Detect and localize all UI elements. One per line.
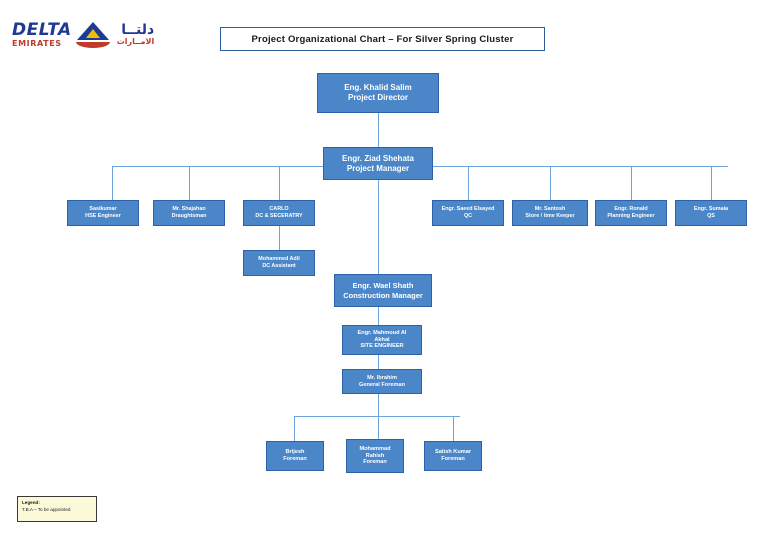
node-hse-engineer[interactable]: Sasikumar HSE Engineer — [67, 200, 139, 226]
node-name: Engr. Ziad Shehata — [341, 153, 414, 163]
node-planning-engineer[interactable]: Engr. Ronald Planning Engineer — [595, 200, 667, 226]
connector-drop-brijesh — [294, 416, 295, 441]
legend-entry: T.B.A – To be appointed — [22, 506, 71, 512]
connector-drop-rahish — [378, 416, 379, 439]
node-foreman-rahish[interactable]: Mohammad Rahish Foreman — [346, 439, 404, 473]
legend-box: Legend: T.B.A – To be appointed — [17, 496, 97, 522]
logo-arabic-brand: دلتــا — [121, 22, 155, 39]
node-name: Engr. Wael Shath — [352, 281, 414, 291]
node-name-line2: Rahish — [365, 452, 385, 459]
connector-drop-carlo — [279, 166, 280, 200]
node-name-line1: Brijesh — [285, 449, 305, 456]
node-role: QS — [707, 213, 715, 219]
node-foreman-brijesh[interactable]: Brijesh Foreman — [266, 441, 324, 471]
node-role: Project Director — [347, 93, 409, 102]
node-name: Mr. Santosh — [534, 206, 566, 213]
node-store-time-keeper[interactable]: Mr. Santosh Store / time Keeper — [512, 200, 588, 226]
node-qs-engineer[interactable]: Engr. Sumaia QS — [675, 200, 747, 226]
node-name: Engr. Sumaia — [693, 206, 729, 213]
node-role: General Foreman — [358, 381, 405, 388]
node-site-engineer[interactable]: Engr. Mahmoud Al Akhal SITE ENGINEER — [342, 325, 422, 355]
node-name: Mr. Shajahan — [172, 206, 206, 213]
node-role: QC — [463, 213, 473, 219]
logo-brand-text: DELTA — [12, 20, 72, 40]
node-name-line1: Engr. Mahmoud Al — [357, 329, 407, 336]
node-role: DC Assistant — [262, 263, 296, 269]
connector-constmgr-siteeng — [378, 307, 379, 325]
connector-drop-sasikumar — [112, 166, 113, 200]
node-name: Mohammed Adil — [258, 256, 300, 263]
connector-drop-santosh — [550, 166, 551, 200]
node-foreman-satish[interactable]: Satish Kumar Foreman — [424, 441, 482, 471]
legend-title: Legend: — [22, 500, 40, 505]
node-name: Engr. Saeed Elsayed — [441, 206, 495, 213]
node-construction-manager[interactable]: Engr. Wael Shath Construction Manager — [334, 274, 432, 307]
node-role: DC & SECERATRY — [255, 213, 303, 219]
node-name: Engr. Ronald — [614, 206, 648, 213]
node-draughtsman[interactable]: Mr. Shajahan Draughtsman — [153, 200, 225, 226]
connector-manager-constmgr — [378, 166, 379, 274]
connector-drop-saeed — [468, 166, 469, 200]
connector-drop-satish — [453, 416, 454, 441]
node-name: Mr. Ibrahim — [367, 374, 397, 381]
logo-arabic-sub: الامــارات — [116, 37, 155, 47]
node-name: CARLO — [269, 206, 289, 213]
node-general-foreman[interactable]: Mr. Ibrahim General Foreman — [342, 369, 422, 394]
connector-drop-ronald — [631, 166, 632, 200]
connector-foremen-bus — [294, 416, 460, 417]
page-title: Project Organizational Chart – For Silve… — [220, 27, 545, 51]
node-name-line1: Satish Kumar — [434, 449, 472, 456]
node-name: Eng. Khalid Salim — [344, 83, 412, 92]
mountain-icon — [75, 21, 110, 49]
logo-sub-text: EMIRATES — [12, 39, 62, 48]
company-logo: DELTA EMIRATES دلتــا الامــارات — [12, 18, 164, 52]
node-role: HSE Engineer — [85, 213, 121, 219]
node-dc-secretary[interactable]: CARLO DC & SECERATRY — [243, 200, 315, 226]
node-name-line2: Akhal — [374, 336, 390, 343]
node-name: Sasikumar — [89, 206, 117, 213]
logo-arabic-text: دلتــا الامــارات — [117, 23, 155, 46]
node-role: Planning Engineer — [607, 213, 655, 219]
node-role: Foreman — [283, 456, 307, 462]
node-project-manager[interactable]: Engr. Ziad Shehata Project Manager — [323, 147, 433, 180]
connector-siteeng-genforeman — [378, 355, 379, 369]
node-role: Store / time Keeper — [525, 213, 575, 219]
node-role: Foreman — [363, 459, 387, 466]
logo-wordmark: DELTA EMIRATES — [12, 22, 72, 48]
connector-drop-sumaia — [711, 166, 712, 200]
node-name-line1: Mohammad — [359, 445, 391, 452]
node-project-director[interactable]: Eng. Khalid Salim Project Director — [317, 73, 439, 113]
node-role: SITE ENGINEER — [360, 343, 404, 350]
node-role: Foreman — [441, 456, 465, 462]
connector-genforeman-down — [378, 394, 379, 416]
node-role: Project Manager — [346, 163, 410, 173]
node-dc-assistant[interactable]: Mohammed Adil DC Assistant — [243, 250, 315, 276]
connector-carlo-adil — [279, 226, 280, 250]
node-qc-engineer[interactable]: Engr. Saeed Elsayed QC — [432, 200, 504, 226]
node-role: Construction Manager — [343, 290, 423, 300]
connector-director-manager — [378, 113, 379, 147]
connector-drop-shajahan — [189, 166, 190, 200]
node-role: Draughtsman — [171, 213, 207, 219]
